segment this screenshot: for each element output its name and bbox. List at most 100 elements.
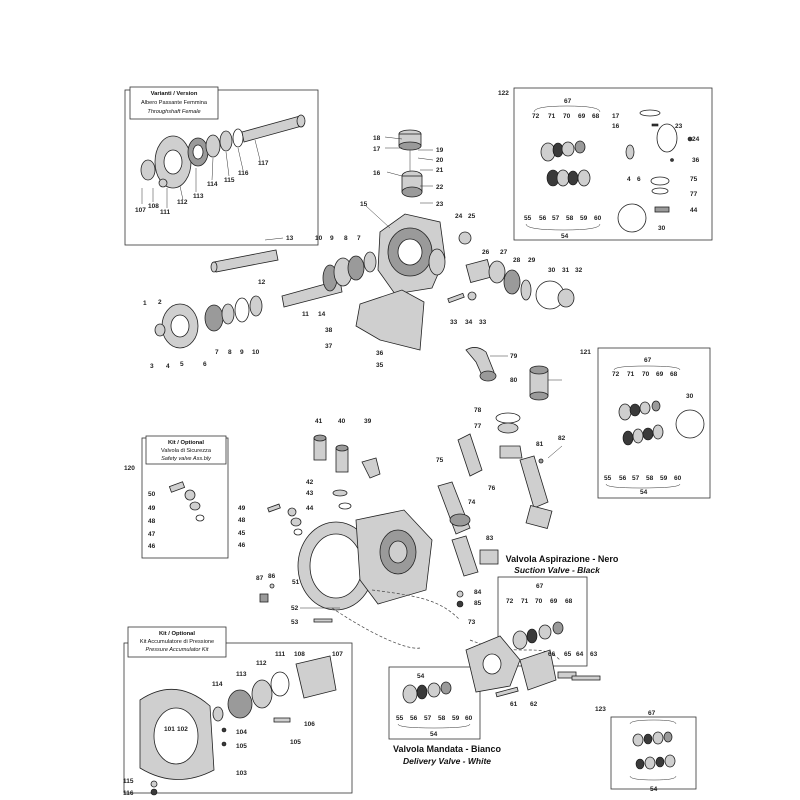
part-callout-22: 22 [436, 184, 444, 191]
callout-67-a: 67 [564, 98, 572, 105]
part-callout-67: 67 [648, 710, 656, 717]
part-callout-25: 25 [468, 213, 476, 220]
part-callout-58: 58 [438, 715, 446, 722]
part-callout-104: 104 [236, 729, 247, 736]
lower-pump-assembly: 41 40 39 42 43 44 49 48 45 46 51 87 86 5… [238, 418, 433, 626]
part-callout-10: 10 [315, 235, 323, 242]
part-callout-40: 40 [338, 418, 346, 425]
kit-122-box: 122 67 72 71 70 69 68 55 56 57 58 59 60 … [498, 87, 713, 241]
part-callout-68: 68 [592, 113, 600, 120]
part-callout-77: 77 [474, 423, 482, 430]
part-callout-4: 4 [166, 363, 170, 370]
part-callout-41: 41 [315, 418, 323, 425]
delivery-valve-subtitle: Delivery Valve - White [403, 756, 491, 766]
part-callout-44: 44 [690, 207, 698, 214]
part-callout-83: 83 [486, 535, 494, 542]
callout-119: 117 [258, 160, 269, 167]
part-callout-105: 105 [236, 743, 247, 750]
callout-111: 107 [135, 207, 146, 214]
part-callout-39: 39 [364, 418, 372, 425]
part-callout-67: 67 [536, 583, 544, 590]
part-callout-70: 70 [535, 598, 543, 605]
callout-117: 115 [224, 177, 235, 184]
kit-120-label: 120 [124, 465, 135, 472]
part-callout-33: 33 [450, 319, 458, 326]
part-callout-54: 54 [417, 673, 425, 680]
part-callout-21: 21 [436, 167, 444, 174]
kit-123-box: 123 67 54 [595, 706, 697, 793]
upper-pump-assembly: 18 17 19 20 16 21 22 23 15 13 12 10 9 8 … [143, 129, 583, 370]
part-callout-16: 16 [373, 170, 381, 177]
part-callout-36: 36 [376, 350, 384, 357]
part-callout-17: 17 [612, 113, 620, 120]
part-callout-75: 75 [690, 176, 698, 183]
part-callout-13: 13 [286, 235, 294, 242]
part-callout-116: 116 [123, 790, 134, 797]
part-callout-15: 15 [360, 201, 368, 208]
part-callout-20: 20 [436, 157, 444, 164]
part-callout-43: 43 [306, 490, 314, 497]
part-callout-35: 35 [376, 362, 384, 369]
part-callout-5: 5 [180, 361, 184, 368]
part-callout-56: 56 [619, 475, 627, 482]
part-callout-84: 84 [474, 589, 482, 596]
part-callout-30: 30 [548, 267, 556, 274]
part-callout-38: 38 [325, 327, 333, 334]
kit-120-safety-valve-box: 120 Kit / Optional Valvola di Sicurezza … [124, 435, 229, 559]
part-callout-108: 108 [294, 651, 305, 658]
part-callout-63: 63 [590, 651, 598, 658]
part-callout-54: 54 [430, 731, 438, 738]
part-callout-60: 60 [594, 215, 602, 222]
part-callout-23: 23 [436, 201, 444, 208]
part-callout-57: 57 [424, 715, 432, 722]
part-callout-101: 101 [164, 726, 175, 733]
part-callout-76: 76 [488, 485, 496, 492]
part-callout-51: 51 [292, 579, 300, 586]
part-callout-6: 6 [637, 176, 641, 183]
part-callout-56: 56 [539, 215, 547, 222]
part-callout-71: 71 [521, 598, 529, 605]
part-callout-67: 67 [644, 357, 652, 364]
part-callout-55: 55 [524, 215, 532, 222]
part-callout-44: 44 [306, 505, 314, 512]
accumulator-box-title: Kit / Optional [159, 631, 195, 637]
safety-box-line1: Valvola di Sicurezza [161, 448, 212, 454]
kit-accumulator-box: Kit / Optional Kit Accumulatore di Press… [123, 626, 353, 797]
part-callout-48: 48 [148, 518, 156, 525]
part-callout-79: 79 [510, 353, 518, 360]
safety-box-title: Kit / Optional [168, 440, 204, 446]
variant-box-line2: Throughshaft Female [147, 109, 200, 115]
part-callout-78: 78 [474, 407, 482, 414]
callout-116: 114 [207, 181, 218, 188]
kit-122-label: 122 [498, 90, 509, 97]
part-callout-58: 58 [646, 475, 654, 482]
part-callout-113: 113 [236, 671, 247, 678]
part-callout-50: 50 [148, 491, 156, 498]
part-callout-8: 8 [344, 235, 348, 242]
part-callout-49: 49 [238, 505, 246, 512]
part-callout-72: 72 [532, 113, 540, 120]
part-callout-61: 61 [510, 701, 518, 708]
suction-valve-block: Valvola Aspirazione - Nero Suction Valve… [497, 554, 619, 667]
part-callout-106: 106 [304, 721, 315, 728]
part-callout-24: 24 [455, 213, 463, 220]
suction-valve-subtitle: Suction Valve - Black [514, 565, 601, 575]
part-callout-68: 68 [565, 598, 573, 605]
part-callout-73: 73 [468, 619, 476, 626]
part-callout-58: 58 [566, 215, 574, 222]
callout-112: 108 [148, 203, 159, 210]
accumulator-box-line1: Kit Accumulatore di Pressione [140, 639, 214, 645]
part-callout-34: 34 [465, 319, 473, 326]
part-callout-53: 53 [291, 619, 299, 626]
part-callout-30: 30 [658, 225, 666, 232]
part-callout-49: 49 [148, 505, 156, 512]
part-callout-26: 26 [482, 249, 490, 256]
callout-118: 116 [238, 170, 249, 177]
callout-113: 111 [160, 209, 171, 216]
part-callout-69: 69 [578, 113, 586, 120]
part-callout-28: 28 [513, 257, 521, 264]
part-callout-6: 6 [203, 361, 207, 368]
part-callout-4: 4 [627, 176, 631, 183]
part-callout-105: 105 [290, 739, 301, 746]
part-callout-64: 64 [576, 651, 584, 658]
